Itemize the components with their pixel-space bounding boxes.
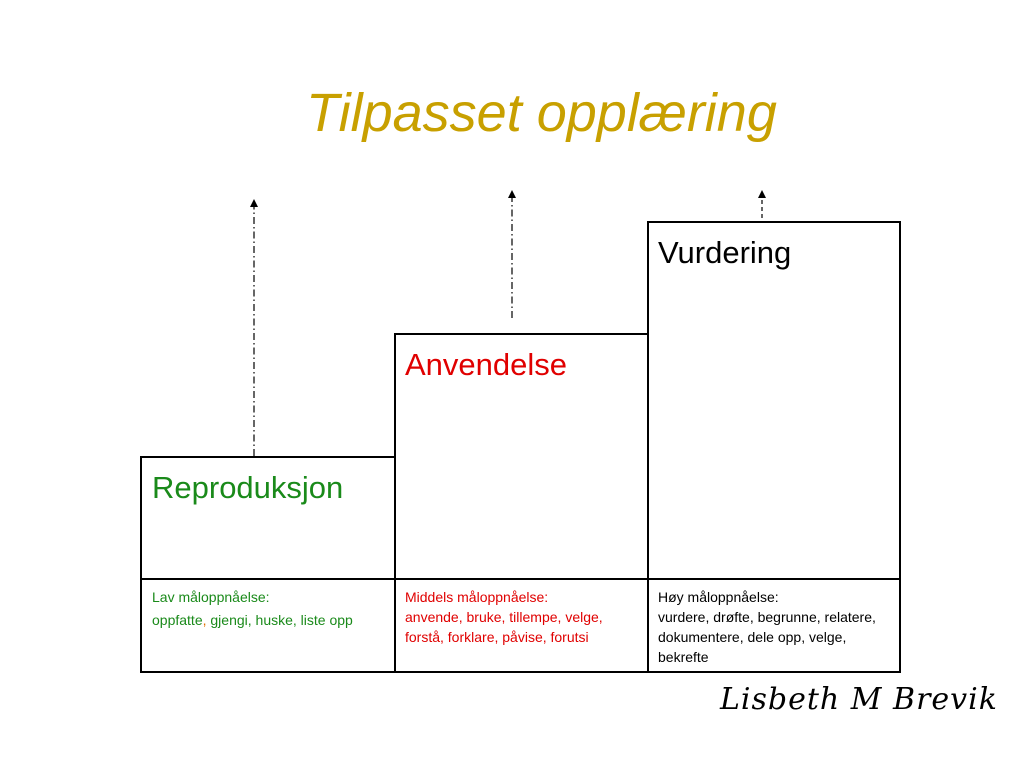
description-lav: Lav måloppnåelse: oppfatte, gjengi, husk… xyxy=(152,587,382,630)
description-body-lav: oppfatte, gjengi, huske, liste opp xyxy=(152,610,382,630)
arrow-anvendelse xyxy=(508,190,516,318)
description-body-hoy: vurdere, drøfte, begrunne, relatere, dok… xyxy=(658,609,876,665)
description-hoy: Høy måloppnåelse: vurdere, drøfte, begru… xyxy=(658,587,894,667)
description-box-hoy: Høy måloppnåelse: vurdere, drøfte, begru… xyxy=(647,578,901,673)
author-signature: Lisbeth M Brevik xyxy=(720,682,998,717)
level-title-anvendelse: Anvendelse xyxy=(405,347,568,382)
arrow-head-anvendelse xyxy=(508,190,516,198)
description-box-lav: Lav måloppnåelse: oppfatte, gjengi, husk… xyxy=(140,578,396,673)
level-title-reproduksjon: Reproduksjon xyxy=(152,470,344,505)
description-box-middels: Middels måloppnåelse: anvende, bruke, ti… xyxy=(394,578,649,673)
description-heading-hoy: Høy måloppnåelse: xyxy=(658,589,779,605)
level-title-vurdering: Vurdering xyxy=(658,235,792,270)
level-block-anvendelse: Anvendelse xyxy=(394,333,649,580)
slide-title: Tilpasset opplæring xyxy=(306,83,777,143)
arrow-head-vurdering xyxy=(758,190,766,198)
description-heading-middels: Middels måloppnåelse: xyxy=(405,589,549,605)
description-text-lav-a: oppfatte xyxy=(152,612,203,628)
level-block-vurdering: Vurdering xyxy=(647,221,901,580)
description-heading-lav: Lav måloppnåelse: xyxy=(152,589,270,605)
description-comma-lav: , xyxy=(202,612,207,628)
description-body-middels: anvende, bruke, tillempe, velge, forstå,… xyxy=(405,609,603,645)
arrow-reproduksjon xyxy=(250,199,258,456)
description-text-lav-b: gjengi, huske, liste opp xyxy=(206,612,353,628)
arrow-vurdering xyxy=(758,190,766,218)
description-middels: Middels måloppnåelse: anvende, bruke, ti… xyxy=(405,587,641,647)
level-block-reproduksjon: Reproduksjon xyxy=(140,456,396,580)
arrow-head-reproduksjon xyxy=(250,199,258,207)
